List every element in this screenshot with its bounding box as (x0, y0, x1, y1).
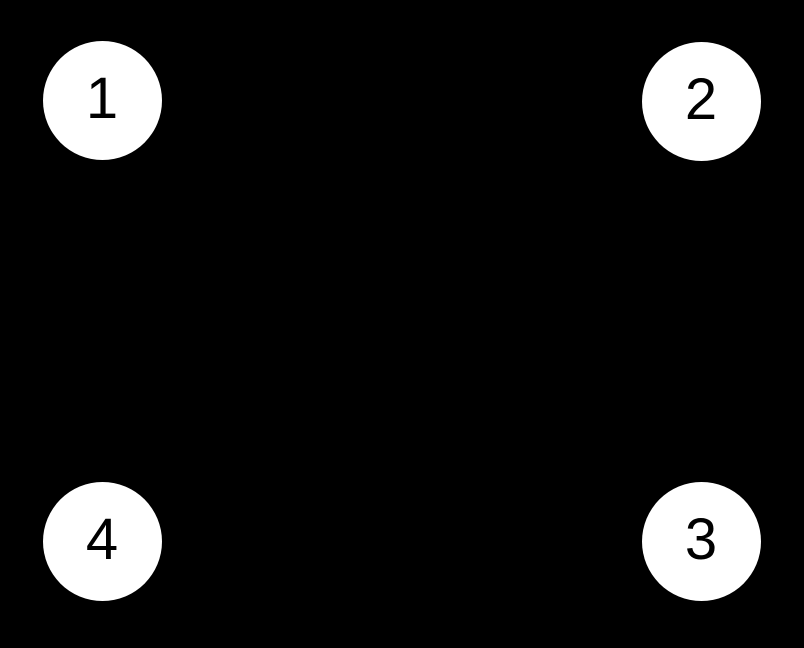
graph-node-1[interactable]: 1 (42, 40, 162, 160)
graph-node-2[interactable]: 2 (641, 41, 761, 161)
graph-edge-1-2 (101, 99, 702, 102)
node-label-1: 1 (85, 66, 119, 131)
node-label-3: 3 (684, 507, 718, 572)
node-label-4: 4 (85, 507, 119, 572)
graph-node-3[interactable]: 3 (641, 481, 761, 601)
node-label-2: 2 (684, 67, 718, 132)
graph-node-4[interactable]: 4 (42, 481, 162, 601)
